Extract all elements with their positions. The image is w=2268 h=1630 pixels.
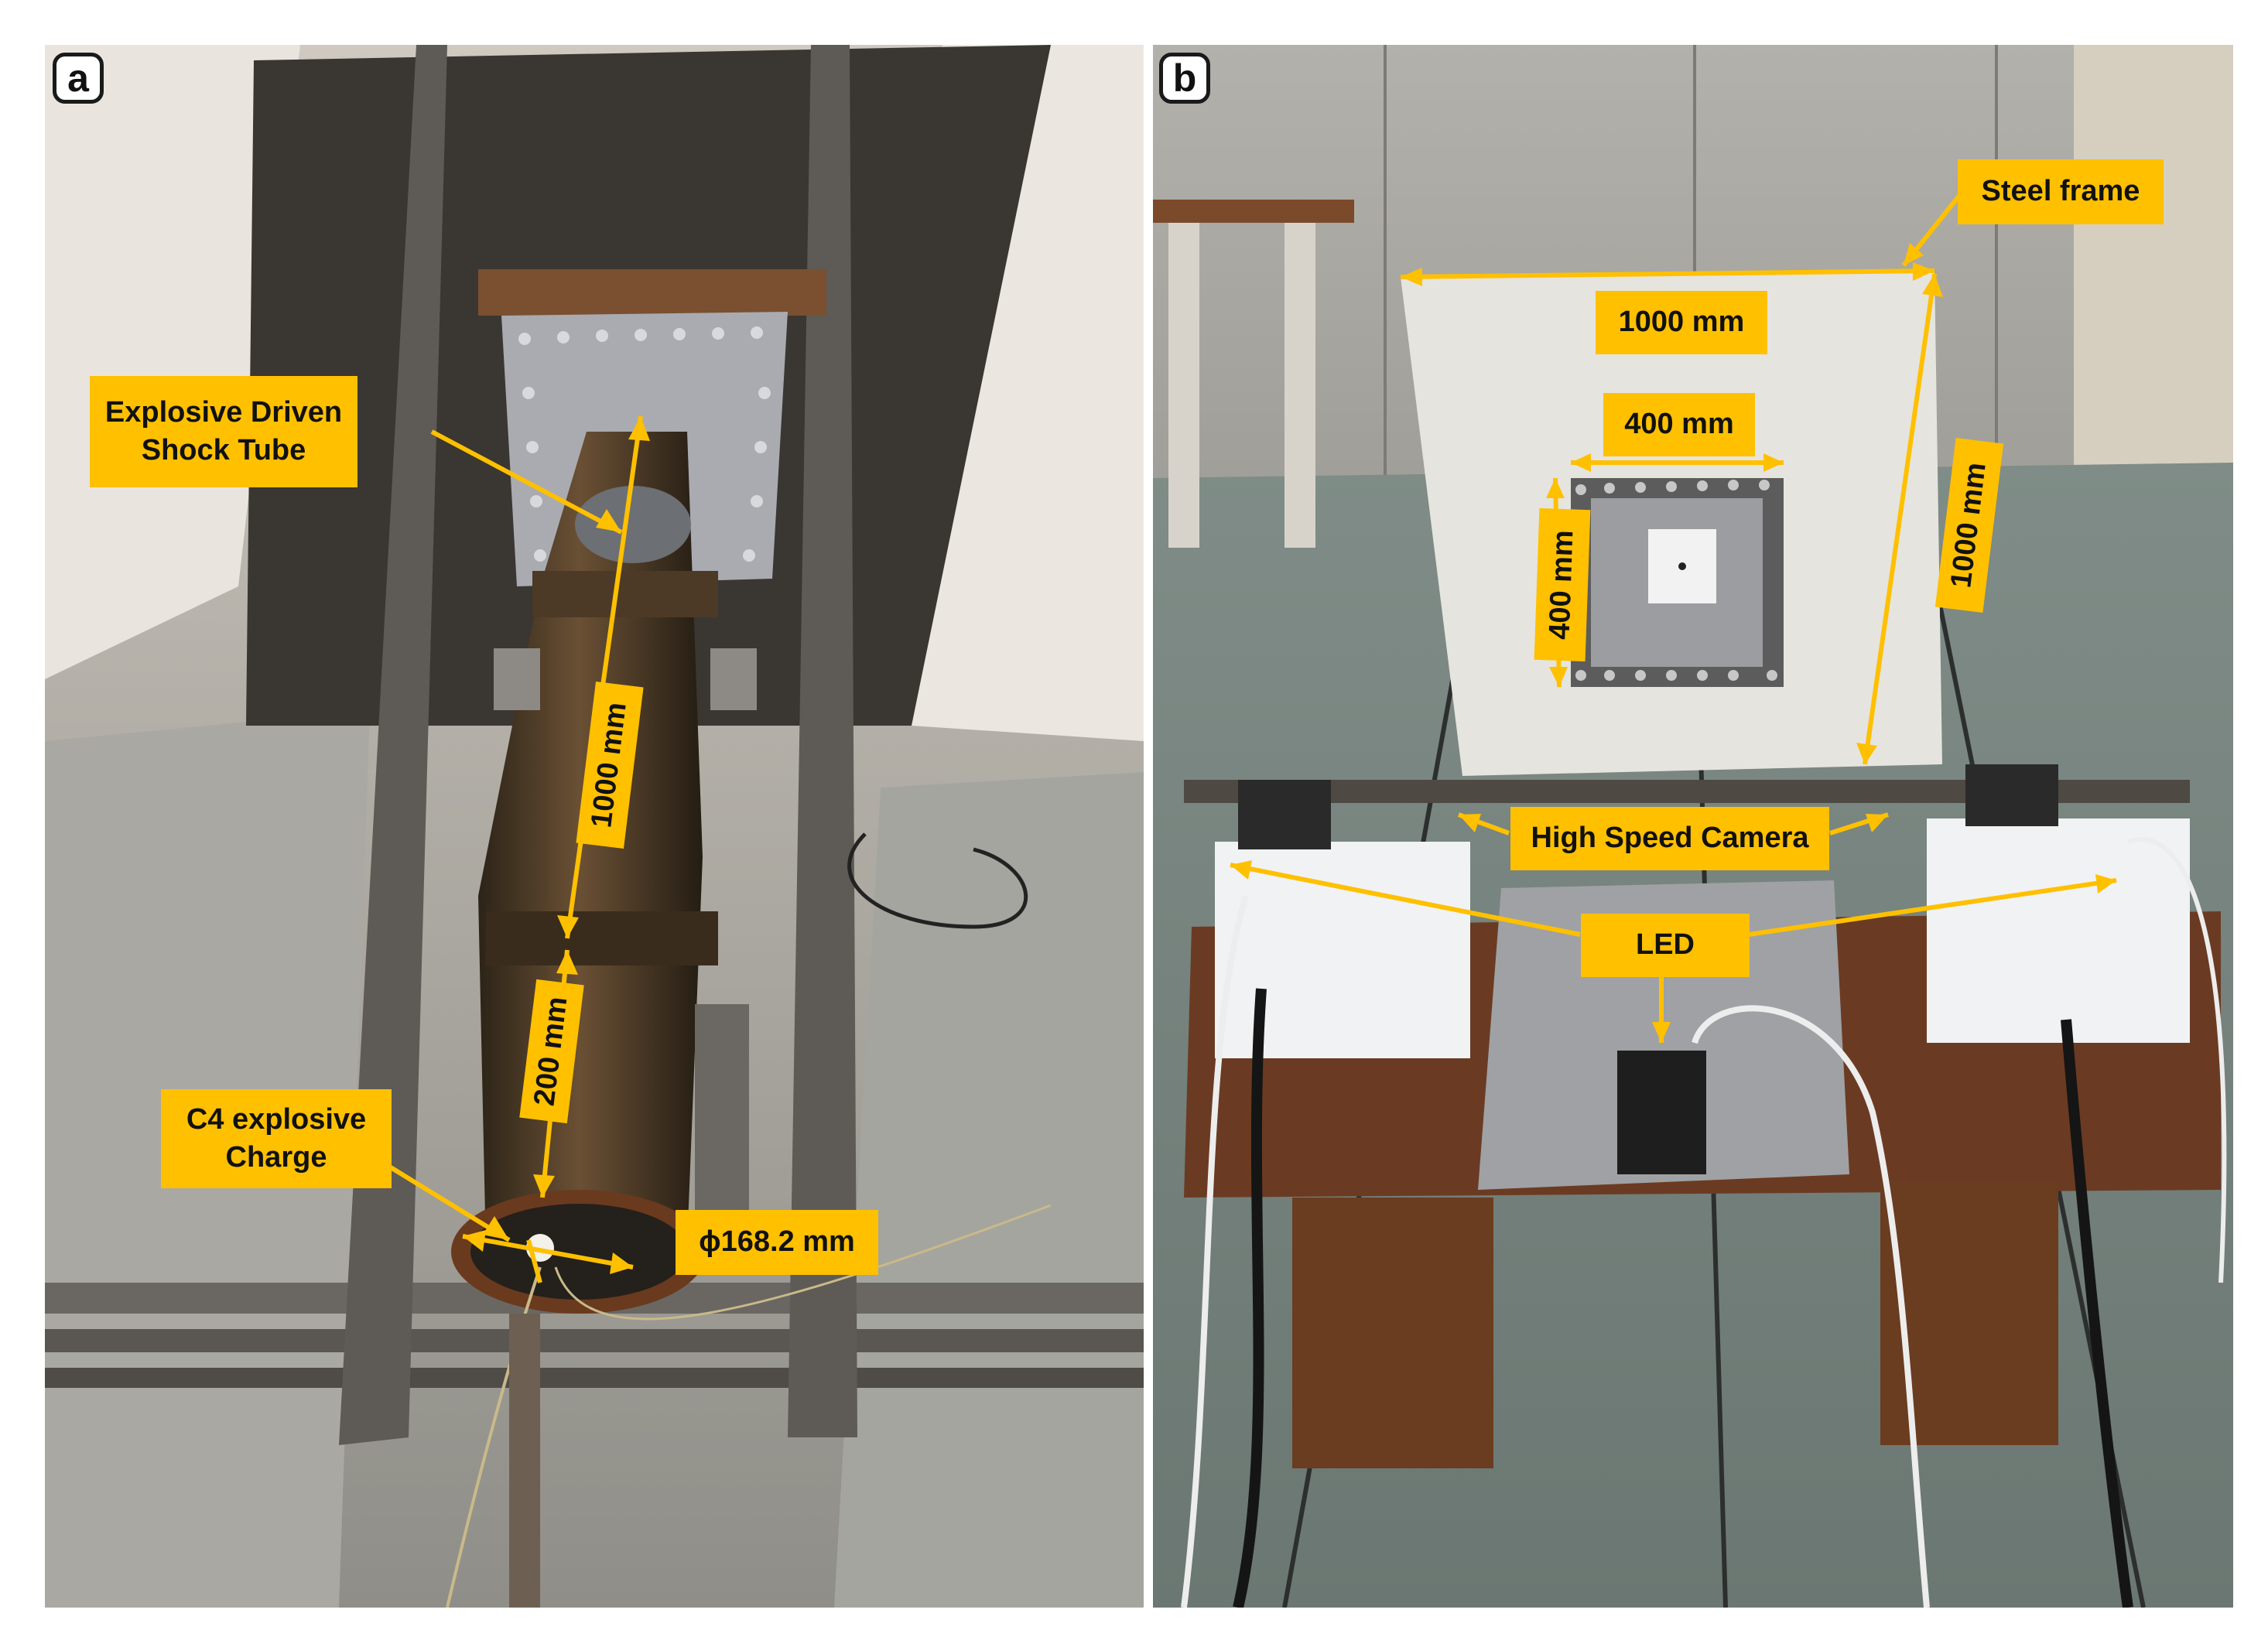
panel-a-label: a (53, 53, 104, 104)
diameter-label: ϕ168.2 mm (676, 1210, 878, 1275)
shock-tube-label: Explosive Driven Shock Tube (90, 376, 357, 487)
charge-label-line1: C4 explosive (186, 1102, 367, 1136)
frame-width-label: 1000 mm (1596, 291, 1767, 354)
window-width-label: 400 mm (1603, 393, 1755, 456)
window-height-label: 400 mm (1534, 507, 1591, 662)
camera-label: High Speed Camera (1510, 807, 1829, 870)
panel-b: b Steel frame 1000 mm 1000 mm 400 mm 400… (1153, 45, 2233, 1608)
charge-label-line2: Charge (225, 1141, 327, 1174)
shock-tube-label-line1: Explosive Driven (104, 395, 343, 429)
panel-a: a Explosive Driven Shock Tube 1000 mm 20… (45, 45, 1144, 1608)
led-label: LED (1581, 914, 1750, 977)
charge-label: C4 explosive Charge (161, 1089, 392, 1188)
steel-frame-label: Steel frame (1958, 159, 2164, 224)
shock-tube-label-line2: Shock Tube (141, 434, 306, 466)
shock-tube-photo (45, 45, 1144, 1608)
panel-b-label: b (1159, 53, 1210, 104)
